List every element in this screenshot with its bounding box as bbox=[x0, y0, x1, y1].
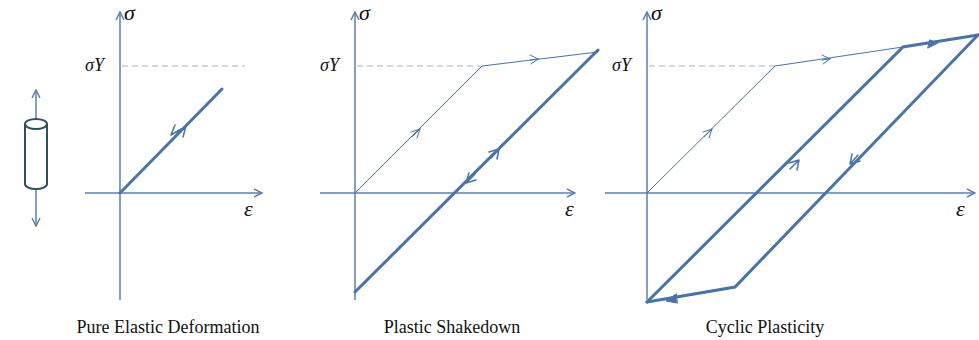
strain-axis-label: ε bbox=[565, 198, 574, 220]
plot-caption: Cyclic Plasticity bbox=[706, 318, 825, 336]
plot-caption: Pure Elastic Deformation bbox=[77, 318, 260, 336]
yield-stress-label: σY bbox=[320, 56, 339, 74]
stress-axis-label: σ bbox=[651, 2, 662, 24]
plot-caption: Plastic Shakedown bbox=[384, 318, 521, 336]
yield-stress-label: σY bbox=[85, 56, 104, 74]
yield-stress-label: σY bbox=[612, 56, 631, 74]
strain-axis-label: ε bbox=[244, 198, 253, 220]
stress-axis-label: σ bbox=[359, 2, 370, 24]
strain-axis-label: ε bbox=[956, 198, 965, 220]
stress-axis-label: σ bbox=[124, 2, 135, 24]
